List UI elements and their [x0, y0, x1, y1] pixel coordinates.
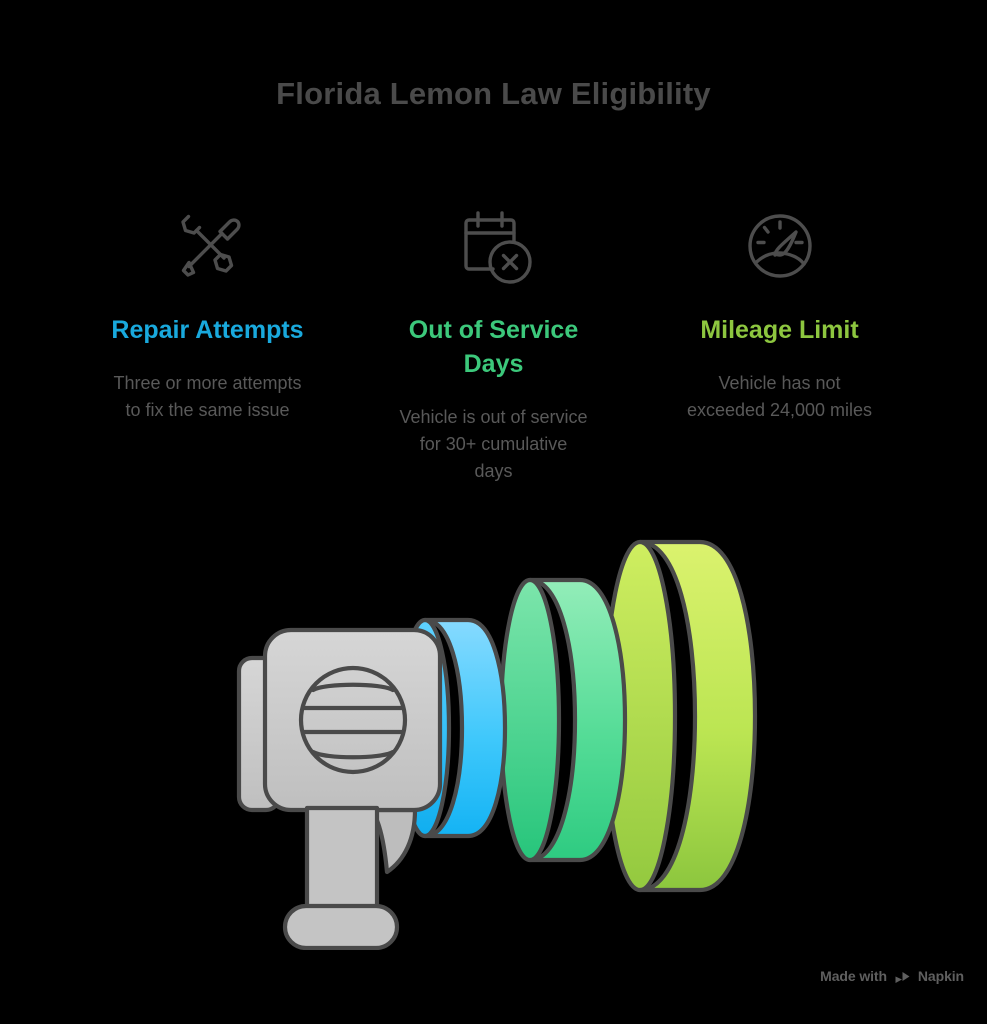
criteria-description: Three or more attempts to fix the same i…	[113, 372, 302, 421]
speedometer-icon	[747, 214, 812, 278]
watermark-prefix: Made with	[820, 968, 887, 984]
megaphone-body	[236, 627, 443, 950]
criteria-column-mileage-limit: Mileage Limit Vehicle has not exceeded 2…	[665, 200, 895, 424]
megaphone-illustration	[236, 539, 758, 950]
watermark-brand: Napkin	[917, 968, 964, 984]
napkin-watermark: Made with Napkin	[820, 968, 964, 984]
page-title: Florida Lemon Law Eligibility	[276, 76, 711, 111]
calendar-x-icon	[463, 211, 532, 284]
criteria-heading: Out of Service Days	[408, 316, 579, 378]
criteria-column-out-of-service-days: Out of Service Days Vehicle is out of se…	[379, 200, 609, 486]
criteria-description: Vehicle has not exceeded 24,000 miles	[686, 372, 873, 421]
sound-wave-lime	[602, 539, 758, 893]
criteria-heading: Mileage Limit	[700, 316, 859, 344]
criteria-heading: Repair Attempts	[111, 316, 304, 344]
sound-wave-green	[498, 577, 628, 863]
wrench-screwdriver-icon	[180, 214, 241, 277]
criteria-column-repair-attempts: Repair Attempts Three or more attempts t…	[93, 200, 323, 424]
napkin-play-logo-icon	[895, 969, 910, 983]
criteria-description: Vehicle is out of service for 30+ cumula…	[399, 406, 588, 482]
criteria-columns: Repair Attempts Three or more attempts t…	[0, 200, 987, 486]
